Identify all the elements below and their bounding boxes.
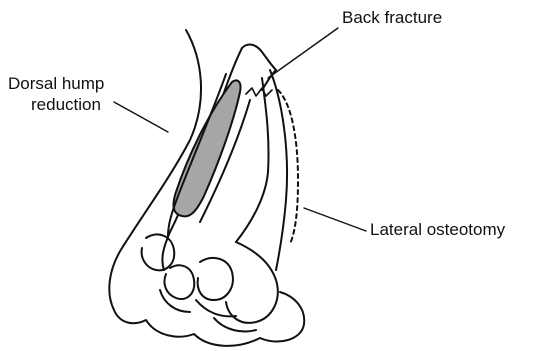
nasal-bone-right-edge bbox=[236, 78, 269, 242]
back-fracture-zigzag bbox=[246, 88, 272, 96]
back-fracture-label: Back fracture bbox=[342, 7, 442, 28]
ala-outer bbox=[226, 242, 278, 323]
back-fracture-leader-line bbox=[268, 28, 338, 78]
lateral-osteotomy-label: Lateral osteotomy bbox=[370, 219, 505, 240]
lateral-osteotomy-leader-line bbox=[304, 208, 366, 231]
bone-cap bbox=[242, 45, 276, 90]
dorsal-hump-label-line2: reduction bbox=[31, 94, 101, 115]
dorsal-hump-label-line1: Dorsal hump bbox=[8, 73, 104, 94]
nostril-center bbox=[164, 265, 194, 299]
nostril-left bbox=[142, 234, 175, 270]
dorsal-hump-shaded-region bbox=[174, 80, 241, 216]
dorsal-hump-leader-line bbox=[114, 102, 168, 132]
ala-inner bbox=[198, 258, 233, 300]
